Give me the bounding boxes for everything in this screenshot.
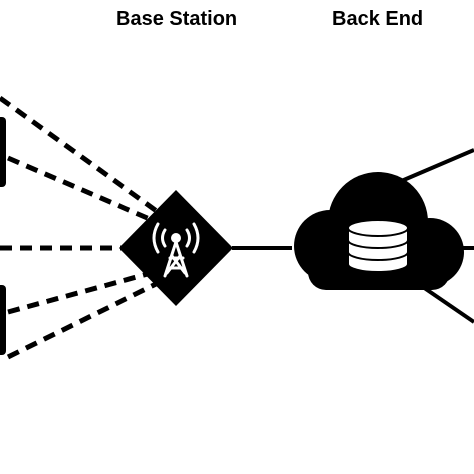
base-station-node [119, 190, 233, 306]
wireless-link [7, 269, 156, 315]
wireless-link [7, 155, 153, 223]
base-station-label: Base Station [116, 8, 238, 30]
edge-device-lower [0, 285, 6, 355]
wireless-link [0, 95, 160, 215]
wireless-link [6, 280, 160, 360]
radio-tower-icon [152, 222, 200, 278]
cloud-database-icon [347, 219, 409, 273]
edge-device-upper [0, 117, 6, 187]
back-end-label: Back End [332, 8, 424, 30]
backend-link-lower [418, 283, 474, 324]
